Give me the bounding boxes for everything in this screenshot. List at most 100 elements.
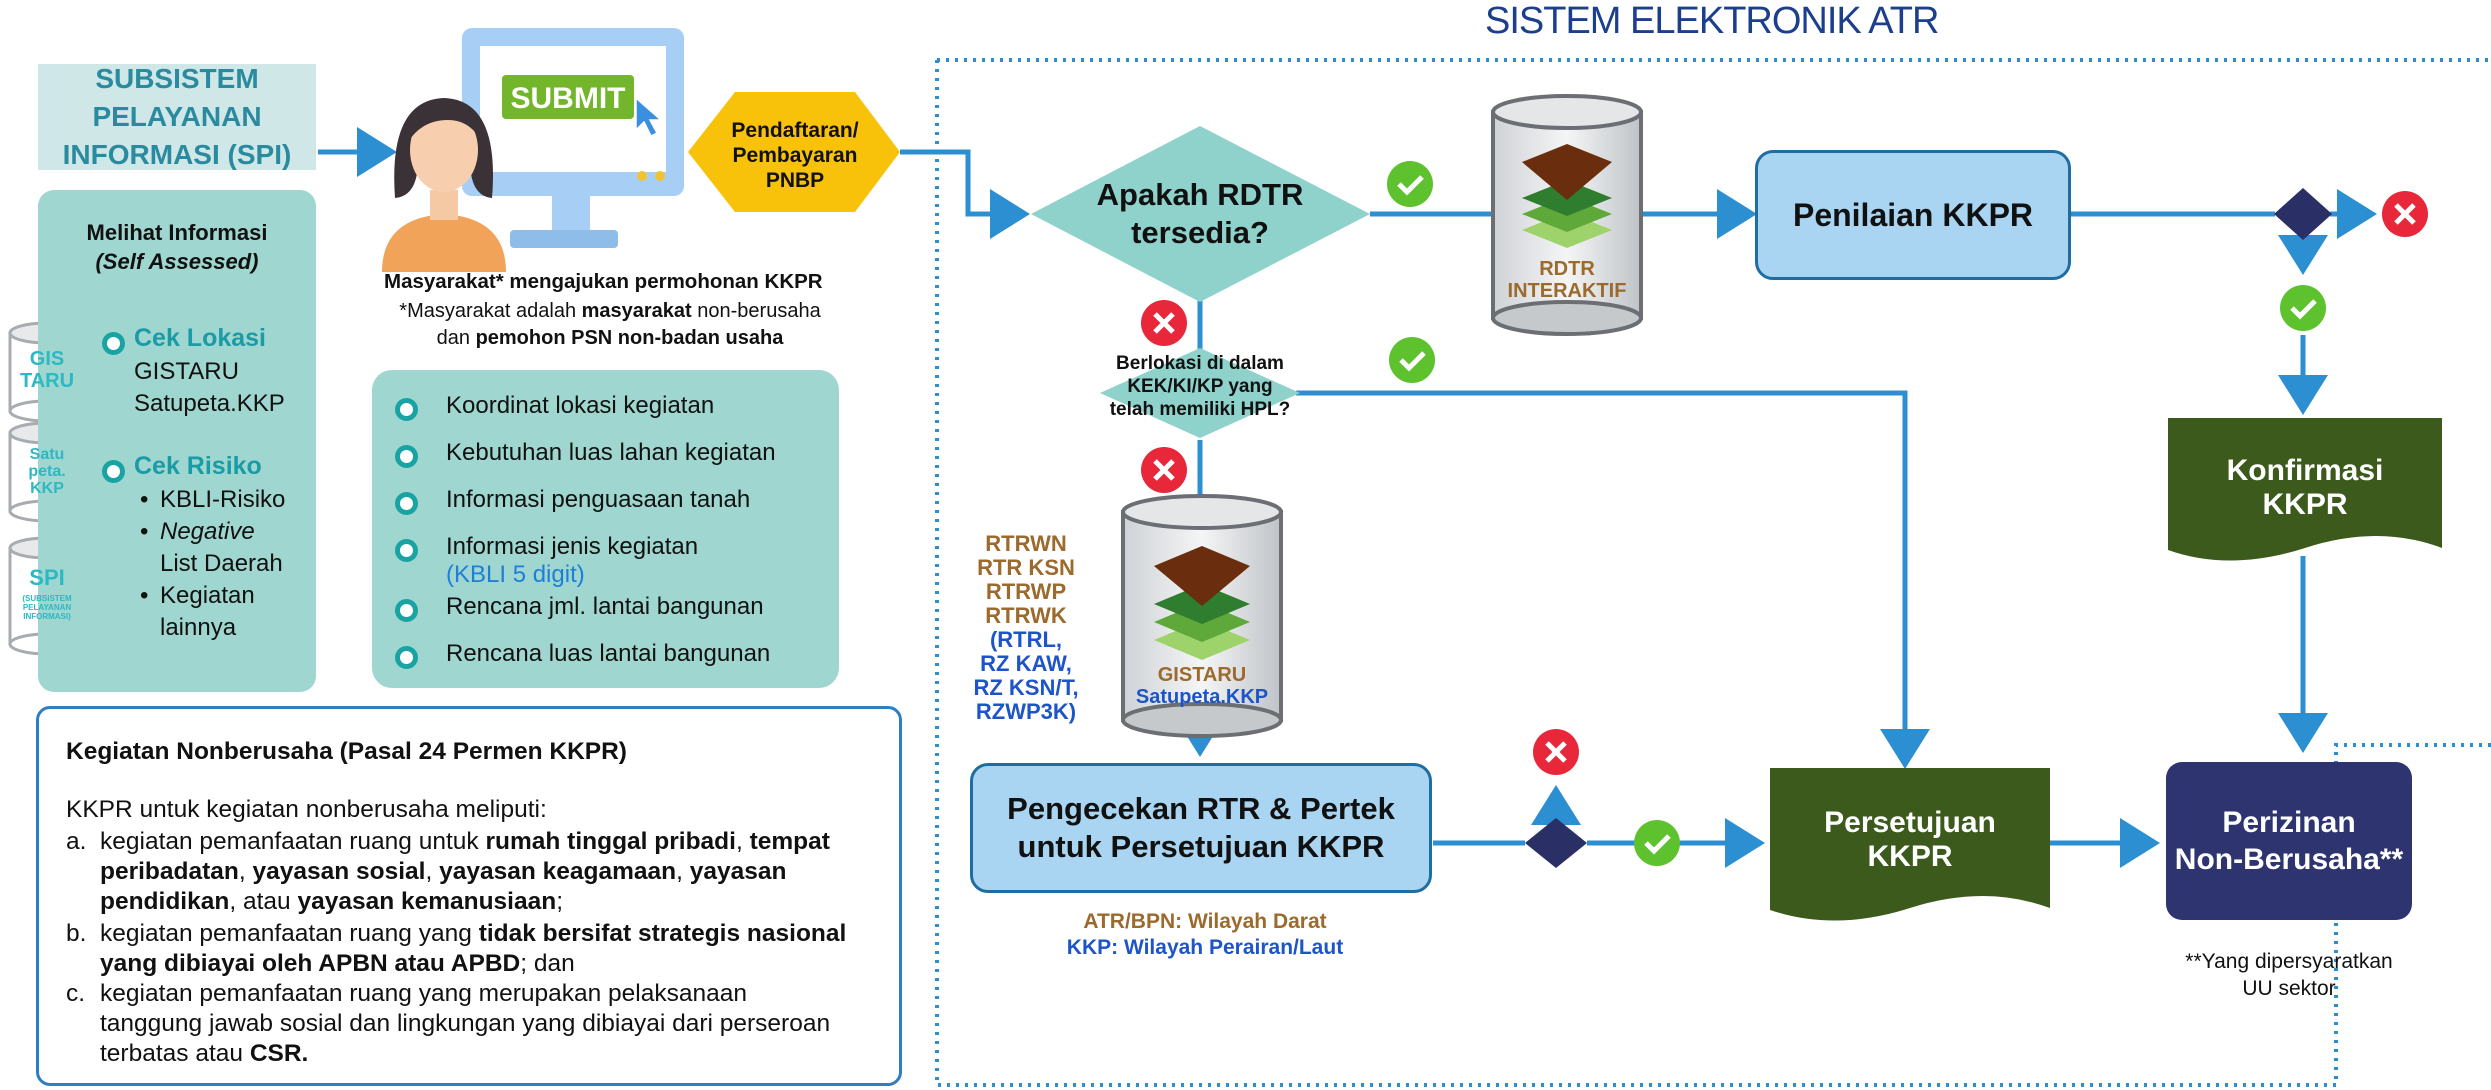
kegiatan-item: Rencana jml. lantai bangunan <box>446 593 764 620</box>
bullet-ring-icon <box>395 492 418 515</box>
kegiatan-item: Informasi penguasaan tanah <box>446 486 751 513</box>
cek-risiko-item: Kegiatan <box>160 582 255 609</box>
gistaru-database <box>1121 494 1283 738</box>
nonberusaha-intro: KKPR untuk kegiatan nonberusaha meliputi… <box>66 796 547 823</box>
note-bold: masyarakat <box>581 300 692 322</box>
bold-text: yayasan kemanusiaan <box>297 888 557 915</box>
db-label-line: GIS <box>29 348 65 370</box>
decision-line: Apakah RDTR <box>1096 177 1304 212</box>
persetujuan-shape <box>1770 768 2050 921</box>
check-icon <box>1387 161 1433 207</box>
text: , atau <box>229 888 298 915</box>
close-icon <box>2382 191 2428 237</box>
db-caption-line: (SUBSISTEM <box>22 594 72 603</box>
decision-kek-label: Berlokasi di dalam KEK/KI/KP yang telah … <box>1080 352 1320 421</box>
nonberusaha-item-c-cont: tanggung jawab sosial dan lingkungan yan… <box>100 1010 831 1037</box>
cek-lokasi-item: Satupeta.KKP <box>134 390 285 417</box>
nonberusaha-item-b: kegiatan pemanfaatan ruang yang tidak be… <box>100 920 846 948</box>
rtrw-item: RTR KSN <box>977 555 1075 580</box>
cek-risiko-item: lainnya <box>160 614 237 641</box>
note-text: *Masyarakat adalah <box>399 300 582 322</box>
cek-lokasi-item: GISTARU <box>134 358 239 385</box>
nonberusaha-item-a: kegiatan pemanfaatan ruang untuk rumah t… <box>100 828 830 856</box>
bold-text: yang dibiayai oleh APBN atau APBD <box>100 950 521 977</box>
decision-line: tersedia? <box>1131 215 1269 250</box>
spi-line2: INFORMASI (SPI) <box>62 139 292 170</box>
masyarakat-note-2: dan pemohon PSN non-badan usaha <box>384 327 836 350</box>
note-line: UU sektor <box>2242 977 2336 1000</box>
perizinan-line: Perizinan <box>2222 806 2356 839</box>
bullet-ring-icon <box>395 599 418 622</box>
spi-small-caption: (SUBSISTEM PELAYANAN INFORMASI) <box>10 594 84 621</box>
item-marker: b. <box>66 920 87 947</box>
merge-diamond-top <box>2274 188 2332 240</box>
db-label-line: Satu <box>29 446 65 463</box>
pendaftaran-label: Pendaftaran/ Pembayaran PNBP <box>700 118 890 193</box>
db-label-line: TARU <box>19 370 75 392</box>
text: kegiatan pemanfaatan ruang yang <box>100 920 479 947</box>
submit-label: SUBMIT <box>511 82 626 115</box>
konfirmasi-label: Konfirmasi KKPR <box>2168 454 2442 522</box>
rdtr-db-label: RDTR INTERAKTIF <box>1493 258 1641 302</box>
konfirmasi-line: KKPR <box>2262 488 2348 521</box>
check-icon <box>2280 285 2326 331</box>
bullet-dot-icon: • <box>140 486 149 513</box>
bold-text: yayasan <box>689 858 787 885</box>
rtrl-item: RZWP3K) <box>975 699 1077 724</box>
nonberusaha-item-c: kegiatan pemanfaatan ruang yang merupaka… <box>100 980 748 1007</box>
konfirmasi-line: Konfirmasi <box>2226 454 2384 487</box>
bullet-ring-icon <box>395 445 418 468</box>
decision-line: Berlokasi di dalam <box>1116 353 1284 374</box>
persetujuan-line: Persetujuan <box>1824 806 1996 839</box>
bold-text: pendidikan <box>100 888 230 915</box>
person-icon <box>382 98 506 272</box>
db-label-line: peta. <box>28 463 66 480</box>
bullet-ring-icon <box>102 460 125 483</box>
masyarakat-caption: Masyarakat* mengajukan permohonan KKPR <box>384 270 823 293</box>
pengecekan-line: untuk Persetujuan KKPR <box>1017 829 1385 864</box>
masyarakat-note-1: *Masyarakat adalah masyarakat non-berusa… <box>384 300 836 323</box>
info-panel <box>38 190 316 692</box>
nonberusaha-item-a-cont: peribadatan, yayasan sosial, yayasan kea… <box>100 858 786 886</box>
check-icon <box>1634 820 1680 866</box>
decision-line: KEK/KI/KP yang <box>1127 376 1273 397</box>
rtrw-item: RTRWN <box>985 531 1067 556</box>
kegiatan-item: Kebutuhan luas lahan kegiatan <box>446 439 776 466</box>
db-caption-line: INFORMASI) <box>23 612 71 621</box>
page-title: SISTEM ELEKTRONIK ATR <box>1485 0 1939 42</box>
kbli-note: (KBLI 5 digit) <box>446 561 585 588</box>
text: kegiatan pemanfaatan ruang untuk <box>100 828 486 855</box>
rtrw-list: RTRWN RTR KSN RTRWP RTRWK <box>966 532 1086 628</box>
arrow-pendaftaran-to-rdtr <box>900 149 1030 239</box>
cek-lokasi-label: Cek Lokasi <box>134 324 267 352</box>
item-marker: c. <box>66 980 86 1007</box>
note-text: non-berusaha <box>691 300 821 322</box>
rtrl-item: RZ KAW, <box>980 651 1072 676</box>
pendaftaran-line: Pendaftaran/ <box>731 119 859 142</box>
konfirmasi-shape <box>2168 418 2442 561</box>
kegiatan-panel <box>372 370 839 688</box>
decision-line: telah memiliki HPL? <box>1109 399 1291 420</box>
bold-text: yayasan keagamaan <box>439 858 677 885</box>
text: , <box>735 828 750 855</box>
bold-text: CSR. <box>249 1040 309 1067</box>
close-icon <box>1141 300 1187 346</box>
note-line: **Yang dipersyaratkan <box>2185 950 2393 973</box>
text: terbatas atau <box>100 1040 250 1067</box>
db-label-line: RDTR <box>1539 258 1595 280</box>
cek-risiko-item: Negative <box>160 518 255 545</box>
rtrl-item: (RTRL, <box>989 627 1063 652</box>
rtrw-item: RTRWP <box>985 579 1067 604</box>
penilaian-box: Penilaian KKPR <box>1755 150 2071 280</box>
atr-region-border-left <box>935 60 2491 1087</box>
bold-text: peribadatan <box>100 858 239 885</box>
bullet-dot-icon: • <box>140 518 149 545</box>
text: , <box>238 858 253 885</box>
satupeta-small-label: Satu peta. KKP <box>10 446 84 497</box>
bold-text: yayasan sosial <box>252 858 426 885</box>
arrow-kek-yes <box>1296 390 1930 769</box>
nonberusaha-box <box>36 706 902 1086</box>
db-label-line: SPI <box>29 565 65 590</box>
pengecekan-line: Pengecekan RTR & Pertek <box>1007 791 1395 826</box>
